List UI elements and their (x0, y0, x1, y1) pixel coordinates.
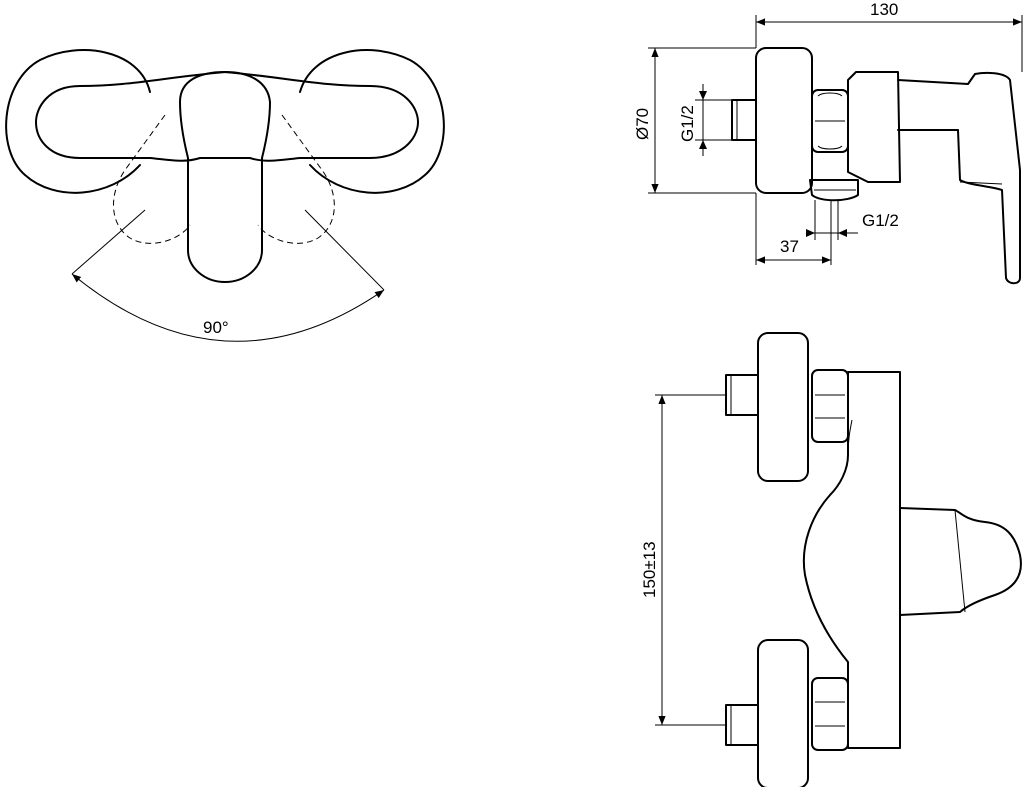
front-view: 90° (5, 49, 445, 342)
mixer-body-outline (35, 71, 419, 162)
width-label: 130 (870, 0, 898, 19)
side-view: 130 Ø70 G1/2 37 G1/2 (633, 0, 1023, 285)
wall-plate-side (755, 47, 813, 194)
wall-rosette-right (299, 49, 445, 194)
top-view: 150±13 (640, 332, 1022, 787)
inlet-connector (731, 99, 757, 141)
outlet-thread-label: G1/2 (862, 211, 899, 230)
hex-nut-side (811, 89, 849, 153)
inlet-thread-label: G1/2 (678, 105, 697, 142)
body-side (847, 71, 901, 183)
outlet-connector (809, 179, 859, 202)
lower-inlet-assembly (725, 639, 849, 787)
center-distance-label: 150±13 (640, 541, 659, 598)
body-top (802, 371, 901, 749)
outlet-offset-label: 37 (780, 237, 799, 256)
lever-right-position (257, 114, 335, 244)
rotation-arc (71, 273, 385, 342)
lever-handle (179, 71, 271, 283)
diameter-label: Ø70 (633, 108, 652, 140)
upper-inlet-assembly (725, 332, 849, 482)
lever-top (899, 507, 1022, 616)
rotation-angle-label: 90° (203, 318, 229, 337)
rotation-limit-left (71, 209, 146, 275)
lever-side (897, 71, 1021, 285)
rotation-limit-right (304, 209, 385, 291)
lever-left-position (113, 114, 191, 244)
wall-rosette-left (5, 49, 151, 194)
